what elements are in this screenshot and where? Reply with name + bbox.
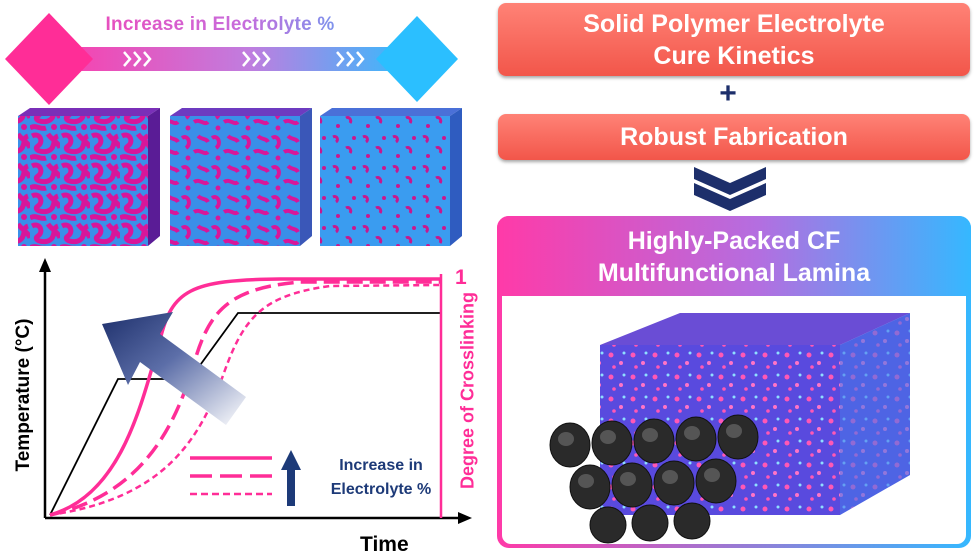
carbon-fiber-bundle [549,414,759,544]
pink-diamond-icon [5,13,93,105]
crosslink-curve-longdash [49,283,441,517]
legend-text-line2: Electrolyte % [330,481,432,498]
cure-kinetics-line1: Solid Polymer Electrolyte [583,10,885,38]
crosslink-curve-dash [49,280,440,517]
x-axis-label: Time [360,533,409,556]
cure-kinetics-line2: Cure Kinetics [653,42,815,70]
cube-high-electrolyte [320,108,462,246]
plus-icon: + [719,77,737,110]
lamina-title-line1: Highly-Packed CF [627,227,841,255]
cure-kinetics-box: Solid Polymer Electrolyte Cure Kinetics [498,3,970,76]
axes [43,270,460,520]
cube-low-electrolyte [18,108,160,246]
legend-lines [190,456,272,496]
increase-direction-arrow-icon [102,312,246,425]
arrow-label: Increase in Electrolyte % [0,14,440,36]
double-chevron-down-icon [694,167,766,211]
legend-text-line1: Increase in [339,457,423,474]
cube-mid-electrolyte [170,108,312,246]
blue-diamond-icon [376,16,458,102]
polymer-cubes [18,108,462,246]
lamina-title-line2: Multifunctional Lamina [597,259,871,287]
electrolyte-gradient-arrow [5,13,458,105]
cure-kinetics-chart [39,258,472,524]
chevrons-icon [123,51,365,67]
legend-up-arrow-icon [281,450,301,506]
x-axis-arrow-icon [458,512,472,524]
lamina-top-face [600,313,910,345]
robust-fabrication-box: Robust Fabrication [498,114,970,160]
lamina-illustration [549,313,910,544]
y-axis-label: Temperature (°C) [13,318,34,472]
right-axis-max-label: 1 [455,266,467,289]
right-axis-label: Degree of Crosslinking [457,291,478,490]
lamina-title: Highly-Packed CF Multifunctional Lamina [497,216,971,296]
y-axis-arrow-icon [39,258,51,272]
